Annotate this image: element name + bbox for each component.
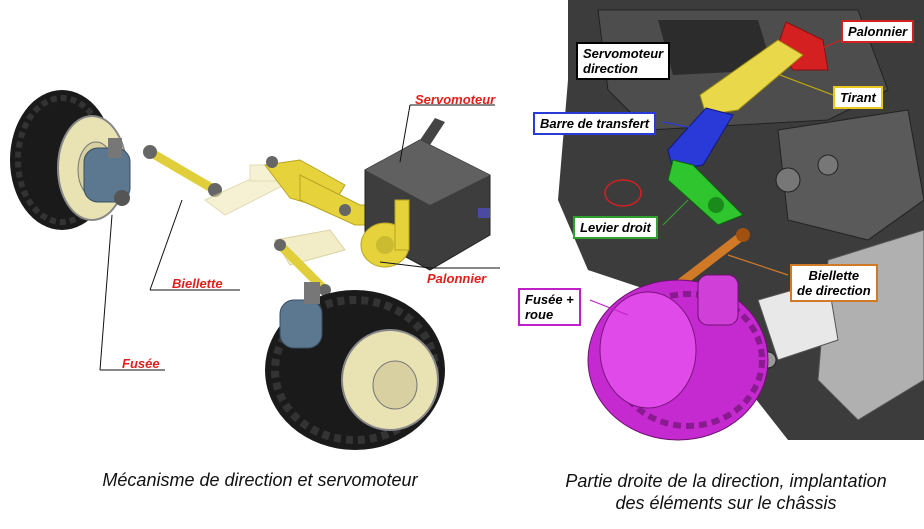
right-knuckle: [279, 282, 323, 349]
right-diagram-panel: Palonnier Servomoteur direction Tirant B…: [518, 0, 924, 513]
orange-tie-rod: [673, 228, 750, 290]
magenta-wheel: [587, 274, 769, 441]
left-knuckle: [83, 138, 131, 206]
box-fusee-roue: Fusée + roue: [518, 288, 581, 326]
steering-mechanism-illustration: [10, 90, 500, 450]
servo-horn: [360, 199, 410, 268]
left-diagram-panel: Servomoteur Biellette Palonnier Fusée Mé…: [0, 0, 520, 490]
label-fusee: Fusée: [122, 356, 160, 371]
box-servomoteur-direction: Servomoteur direction: [576, 42, 671, 80]
green-lever: [667, 159, 744, 226]
box-palonnier: Palonnier: [841, 20, 915, 43]
right-caption-line2: des éléments sur le châssis: [615, 493, 837, 513]
red-highlight-circle: [604, 179, 642, 207]
box-biellette-direction: Biellette de direction: [790, 264, 878, 302]
leader-lines: [99, 104, 500, 371]
left-tie-rod: [143, 145, 222, 197]
box-tirant: Tirant: [833, 86, 883, 109]
label-palonnier: Palonnier: [427, 271, 487, 286]
right-caption: Partie droite de la direction, implantat…: [528, 470, 924, 514]
right-leader-lines: [589, 39, 842, 316]
box-levier-droit: Levier droit: [573, 216, 658, 239]
box-barre-transfert: Barre de transfert: [533, 112, 657, 135]
right-caption-line1: Partie droite de la direction, implantat…: [565, 471, 887, 491]
label-biellette: Biellette: [172, 276, 223, 291]
label-servomoteur: Servomoteur: [415, 92, 496, 107]
left-caption: Mécanisme de direction et servomoteur: [102, 470, 418, 490]
